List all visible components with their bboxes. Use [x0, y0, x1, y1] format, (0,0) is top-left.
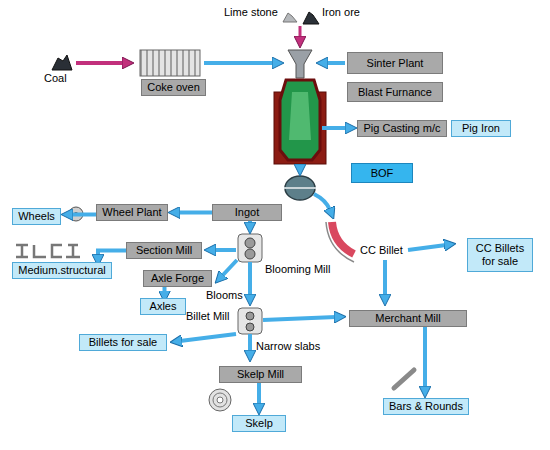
flow-arrow — [222, 260, 237, 276]
flow-arrow — [248, 334, 252, 352]
box-text: Wheel Plant — [102, 206, 161, 219]
coke-oven-illustration — [140, 50, 200, 76]
box-text: Billets for sale — [89, 336, 157, 349]
box-text: BOF — [371, 167, 394, 180]
flow-label: Lime stone — [224, 6, 278, 19]
bof-trunnion — [284, 187, 316, 189]
charge-arrow — [299, 26, 302, 38]
flow-label: CC Billet — [360, 244, 403, 257]
box-text: Ingot — [235, 206, 259, 219]
box-text: CC Billets for sale — [472, 242, 528, 268]
furnace-hopper — [288, 50, 312, 78]
box-text: Sinter Plant — [367, 57, 424, 70]
flow-arrow — [298, 164, 302, 166]
skelp-coil-core — [217, 397, 223, 403]
connector-layer — [71, 213, 425, 406]
flow-label: Narrow slabs — [256, 340, 320, 353]
flow-label: Billet Mill — [186, 310, 229, 323]
box-text: Blast Furnance — [358, 86, 432, 99]
skelp-coil — [209, 389, 231, 411]
product-box: Billets for sale — [79, 334, 167, 351]
process-box: Section Mill — [126, 242, 202, 259]
mill-roll — [245, 249, 255, 259]
limestone-pile — [283, 13, 297, 22]
product-box: Pig Iron — [451, 120, 511, 137]
box-text: Bars & Rounds — [389, 400, 463, 413]
process-box: Merchant Mill — [349, 310, 467, 327]
box-text: Axles — [150, 300, 177, 313]
flow-arrow — [263, 317, 336, 320]
product-box: BOF — [351, 163, 413, 183]
process-box: Wheel Plant — [96, 204, 168, 221]
process-box: Skelp Mill — [219, 366, 302, 383]
product-box: Medium.structural — [12, 262, 112, 279]
flow-arrow — [326, 61, 345, 65]
skelp-coil-turn — [213, 393, 227, 407]
flow-label: Iron ore — [322, 6, 360, 19]
cc-caster — [332, 222, 354, 254]
flow-arrow — [248, 262, 252, 296]
box-text: Axle Forge — [151, 272, 204, 285]
box-text: Skelp Mill — [237, 368, 284, 381]
flow-arrow — [408, 245, 446, 250]
box-text: Skelp — [245, 417, 273, 430]
box-text: Section Mill — [136, 244, 192, 257]
box-text: Wheels — [18, 210, 55, 223]
rail-icon — [66, 245, 80, 257]
process-box: Pig Casting m/c — [357, 120, 447, 137]
blooming-mill-icon — [238, 234, 262, 262]
flow-arrow — [314, 194, 330, 210]
product-box: Bars & Rounds — [383, 398, 469, 415]
iron-ore-pile — [303, 12, 319, 24]
flow-arrow — [204, 61, 274, 65]
product-box: Wheels — [12, 208, 61, 225]
box-text: Pig Casting m/c — [363, 122, 440, 135]
flow-arrow — [322, 126, 347, 130]
box-text: Pig Iron — [462, 122, 500, 135]
flow-arrow — [163, 287, 167, 293]
box-text: Medium.structural — [18, 264, 105, 277]
coal-arrow — [76, 61, 124, 65]
flow-arrow — [248, 221, 252, 224]
product-box: CC Billets for sale — [467, 238, 533, 272]
process-box: Coke oven — [141, 79, 206, 96]
product-box: Axles — [140, 298, 186, 315]
channel-icon — [52, 245, 62, 257]
flow-label: Coal — [44, 72, 67, 85]
bar-icon — [394, 370, 414, 388]
flow-arrow — [214, 248, 236, 252]
cc-caster-frame — [326, 222, 354, 262]
mill-roll — [246, 323, 254, 331]
process-box: Sinter Plant — [347, 52, 443, 74]
coal-pile — [52, 55, 72, 70]
box-text: Merchant Mill — [375, 312, 440, 325]
process-box: Ingot — [212, 204, 282, 221]
furnace-shaft — [280, 80, 320, 160]
flow-arrow — [383, 260, 387, 296]
i-beam-icon — [16, 245, 28, 257]
angle-icon — [34, 245, 46, 257]
flow-arrow — [98, 251, 126, 257]
flow-arrow — [423, 327, 427, 388]
bof-vessel — [285, 176, 315, 200]
process-box: Blast Furnance — [347, 82, 443, 102]
flow-arrow — [257, 383, 261, 405]
flow-label: Blooms — [206, 289, 243, 302]
billet-mill-icon — [238, 308, 262, 334]
flow-arrow — [178, 211, 212, 215]
flow-arrow — [71, 213, 96, 217]
product-box: Skelp — [232, 415, 286, 432]
furnace-glow — [289, 92, 311, 140]
process-box: Axle Forge — [143, 270, 212, 287]
box-text: Coke oven — [147, 81, 200, 94]
flow-label: Blooming Mill — [265, 263, 330, 276]
mill-roll — [246, 312, 254, 320]
flow-arrow — [180, 334, 236, 341]
mill-roll — [245, 238, 255, 248]
